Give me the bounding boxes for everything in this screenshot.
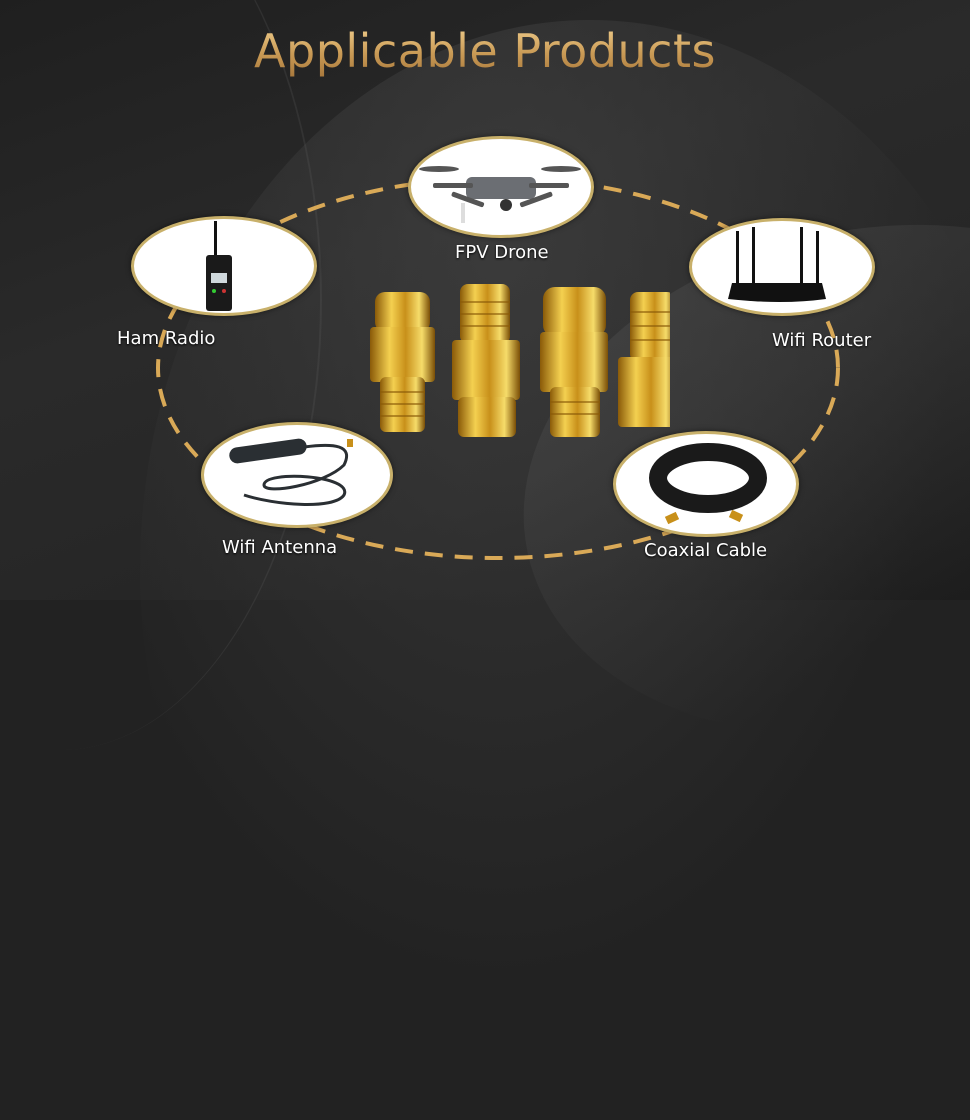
product-label: Wifi Antenna (222, 537, 338, 558)
product-label: Coaxial Cable (644, 540, 768, 561)
page-title: Applicable Products (0, 24, 970, 78)
product-label: FPV Drone (455, 242, 549, 263)
drone-icon (408, 136, 594, 238)
product-label: Wifi Router (772, 330, 872, 351)
sma-adapters-image (370, 284, 670, 437)
product-label: Ham Radio (117, 328, 216, 349)
coax-cable-icon (613, 431, 799, 537)
router-icon (689, 218, 875, 316)
walkie-talkie-icon (131, 216, 317, 316)
antenna-icon (201, 422, 393, 528)
